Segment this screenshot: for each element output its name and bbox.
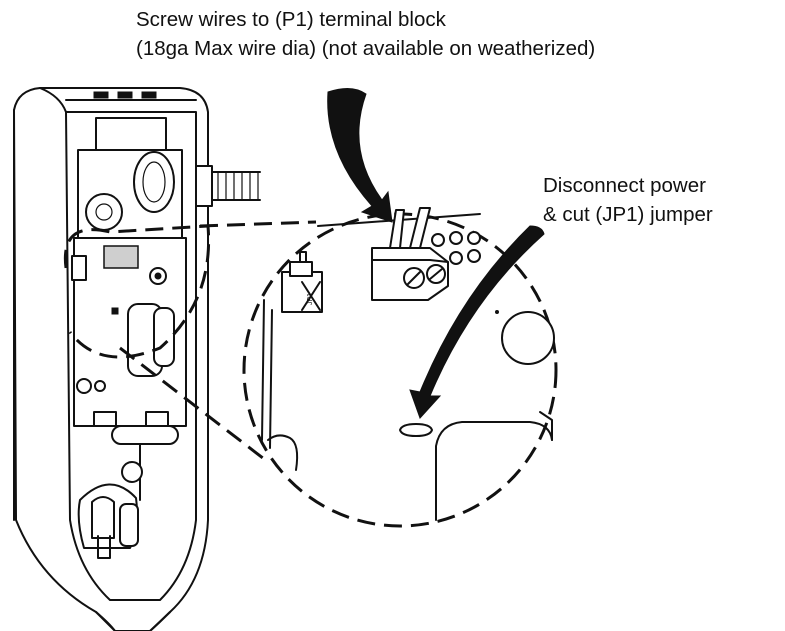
terminal-block-p1 bbox=[371, 207, 449, 301]
arrow-to-terminal bbox=[327, 88, 393, 223]
callout-wiring-line1: Screw wires to (P1) terminal block bbox=[136, 8, 446, 31]
callout-jumper-line2: & cut (JP1) jumper bbox=[543, 203, 713, 226]
top-module bbox=[77, 117, 261, 239]
arrow-to-jumper bbox=[409, 225, 545, 419]
callout-wiring-line2: (18ga Max wire dia) (not available on we… bbox=[136, 37, 596, 60]
circuit-board bbox=[71, 237, 187, 427]
lower-assembly bbox=[77, 425, 179, 559]
pin-holes bbox=[431, 231, 481, 265]
callout-jumper-instruction: Disconnect power & cut (JP1) jumper bbox=[543, 171, 713, 229]
jumper-jp1-block bbox=[281, 251, 323, 313]
callout-jumper-line1: Disconnect power bbox=[543, 174, 706, 197]
callout-wiring-instruction: Screw wires to (P1) terminal block (18ga… bbox=[136, 5, 595, 63]
